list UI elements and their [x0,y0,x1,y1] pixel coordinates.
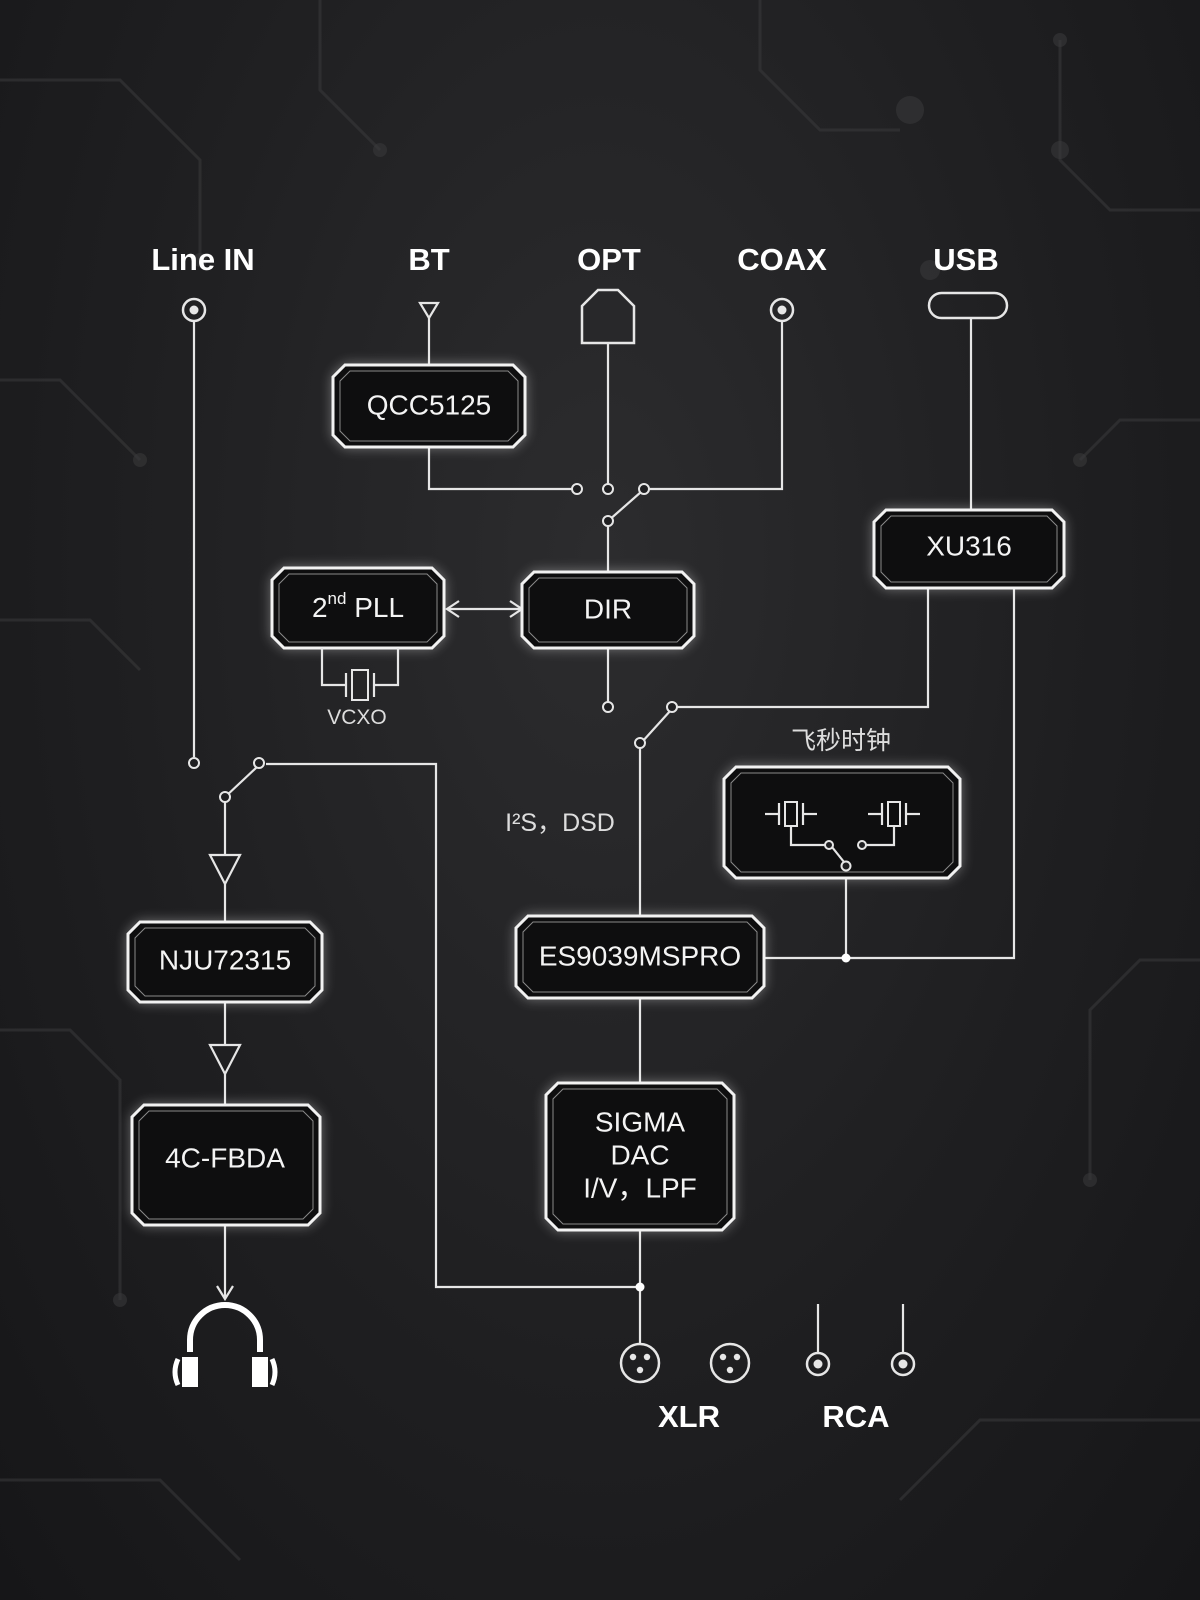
femto-clock-chip [722,765,962,880]
opt-toslink-icon [580,288,636,345]
sigma-line-2: DAC [610,1139,669,1170]
fbda-chip: 4C-FBDA [130,1103,322,1227]
nju72315-label: NJU72315 [159,944,291,975]
amp-triangle-2 [208,1043,242,1077]
vcxo-crystal-icon [320,648,400,701]
xu316-label: XU316 [926,530,1012,561]
es9039mspro-chip: ES9039MSPRO [514,914,766,1000]
headphones-icon [172,1302,278,1387]
pll-label: 2nd PLL [312,589,404,623]
line-in-label: Line IN [151,242,254,277]
rca-jack-right-icon [890,1351,916,1377]
xu316-chip: XU316 [872,508,1066,590]
opt-label: OPT [577,242,641,277]
background-traces [0,0,1200,1562]
usb-c-port-icon [927,291,1009,320]
amp-triangle-1 [208,853,242,887]
xlr-connector-right-icon [709,1342,751,1384]
sigma-line-3: I/V，LPF [583,1172,697,1203]
bt-antenna-icon [418,301,440,321]
es9039mspro-label: ES9039MSPRO [539,940,741,971]
sigma-line-1: SIGMA [595,1106,686,1137]
fbda-label: 4C-FBDA [165,1142,285,1173]
qcc5125-chip: QCC5125 [331,363,527,449]
coax-label: COAX [737,242,827,277]
bt-label: BT [408,242,449,277]
femto-crystal-icon [765,801,920,872]
dir-chip: DIR [520,570,696,650]
nju72315-chip: NJU72315 [126,920,324,1004]
femto-clock-label: 飞秒时钟 [791,727,891,755]
pll-chip: 2nd PLL [270,566,446,650]
xlr-label: XLR [658,1399,720,1434]
qcc5125-label: QCC5125 [367,389,492,420]
rca-jack-left-icon [805,1351,831,1377]
switch-contacts [188,483,851,1292]
dir-label: DIR [584,593,632,624]
coax-jack-icon [769,297,795,323]
i2s-dsd-label: I²S，DSD [505,809,615,837]
usb-label: USB [933,242,998,277]
xlr-connector-left-icon [619,1342,661,1384]
line-in-jack-icon [181,297,207,323]
rca-label: RCA [822,1399,889,1434]
vcxo-label: VCXO [327,706,387,729]
sigma-dac-chip: SIGMA DAC I/V，LPF [544,1081,736,1232]
